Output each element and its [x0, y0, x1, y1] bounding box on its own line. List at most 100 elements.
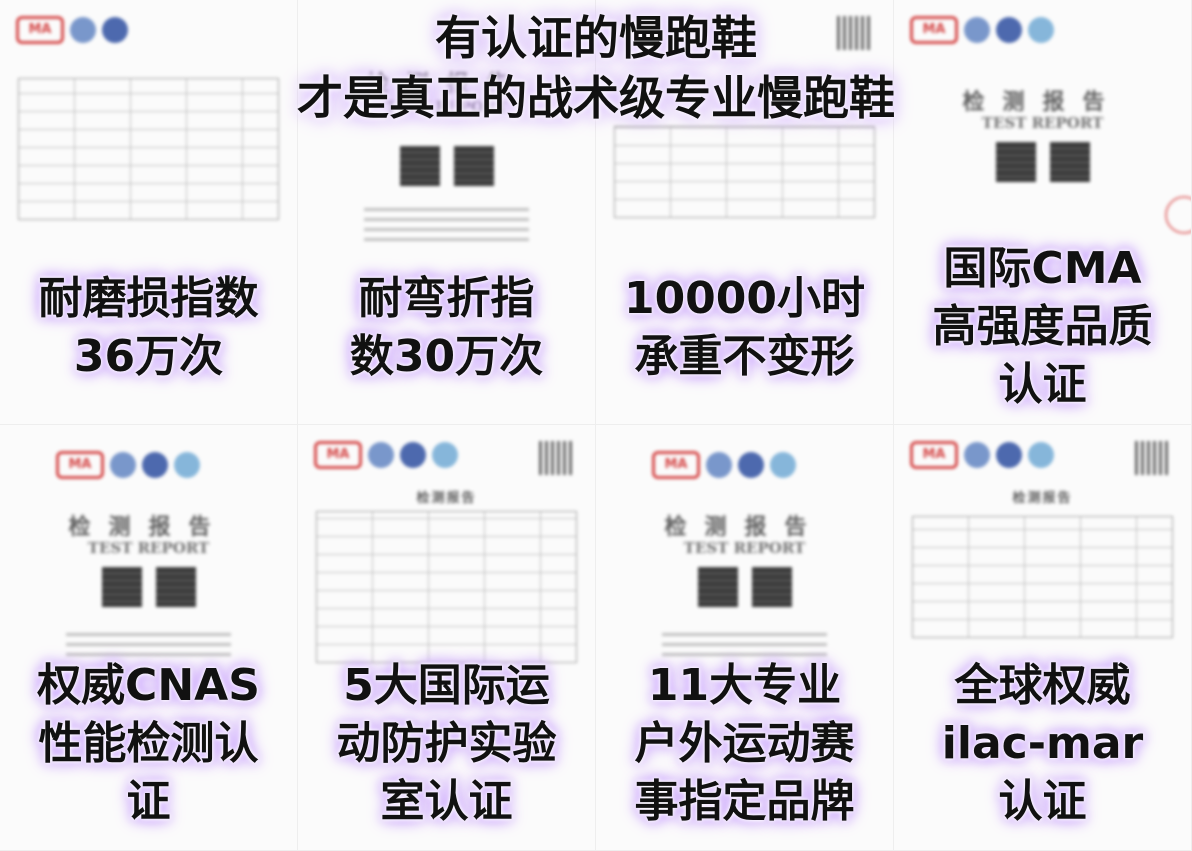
caption-line: 数30万次 [349, 331, 544, 382]
caption-line: ilac-mar [941, 718, 1144, 769]
blurred-certificate: 检测报告 TEST REPORT [304, 6, 589, 418]
cnas-logo-icon [110, 452, 136, 478]
ilac-logo-icon [738, 452, 764, 478]
ma-logo: MA [16, 16, 64, 44]
qr-code-icon [837, 16, 871, 50]
caption-line: 36万次 [73, 331, 224, 382]
qr-code-icon [399, 146, 440, 186]
certification-logos: MA [16, 16, 128, 44]
qr-codes [900, 142, 1185, 182]
qr-code-icon [995, 142, 1036, 182]
panel-caption: 耐磨损指数 36万次 [0, 270, 297, 386]
blurred-certificate: MA [6, 6, 291, 418]
report-small-title: 检测报告 [1012, 491, 1073, 506]
panel-3: 10000小时 承重不变形 [596, 0, 894, 425]
blurred-certificate: MA 检测报告 [900, 431, 1185, 844]
report-title-en: TEST REPORT [385, 98, 508, 116]
panel-4: MA 检测报告 TEST REPORT 国际CMA 高强度品质 认证 [894, 0, 1192, 425]
qr-code-icon [697, 567, 738, 607]
blurred-certificate: MA 检测报告 TEST REPORT [6, 431, 291, 844]
report-table [614, 126, 875, 218]
caption-line: 高强度品质 [932, 301, 1153, 352]
panel-7: MA 检测报告 TEST REPORT 11大专业 户外运动赛 事指定品牌 [596, 425, 894, 851]
cert-logo-icon [1028, 442, 1054, 468]
panel-6: MA 检测报告 5大国际运 动防护实验 室认证 [298, 425, 596, 851]
caption-line: 承重不变形 [634, 331, 855, 382]
headline-line-2: 才是真正的战术级专业慢跑鞋 [297, 71, 895, 125]
certification-logos: MA [56, 451, 200, 479]
caption-line: 动防护实验 [336, 718, 557, 769]
report-title-en: TEST REPORT [981, 114, 1104, 132]
cert-logo-icon [174, 452, 200, 478]
cnas-logo-icon [706, 452, 732, 478]
cnas-logo-icon [70, 17, 96, 43]
certification-logos: MA [314, 441, 458, 469]
qr-code-icon [453, 146, 494, 186]
headline-line-1: 有认证的慢跑鞋 [435, 11, 757, 65]
cert-logo-icon [770, 452, 796, 478]
qr-code-icon [539, 441, 573, 475]
report-title: 检测报告 [664, 514, 825, 540]
report-title: 检测报告 [962, 89, 1123, 115]
ilac-logo-icon [142, 452, 168, 478]
caption-line: 证 [126, 776, 171, 827]
blurred-certificate: MA 检测报告 [304, 431, 589, 844]
caption-line: 耐磨损指数 [38, 273, 259, 324]
panel-1: MA 耐磨损指数 36万次 [0, 0, 298, 425]
panel-5: MA 检测报告 TEST REPORT 权威CNAS 性能检测认 证 [0, 425, 298, 851]
panel-caption: 10000小时 承重不变形 [596, 270, 893, 386]
certification-logos: MA [652, 451, 796, 479]
caption-line: 事指定品牌 [634, 776, 855, 827]
ilac-logo-icon [102, 17, 128, 43]
blurred-certificate [602, 6, 887, 418]
headline: 有认证的慢跑鞋 才是真正的战术级专业慢跑鞋 [0, 0, 1192, 128]
panel-caption: 国际CMA 高强度品质 认证 [894, 240, 1191, 414]
report-title-en: TEST REPORT [683, 539, 806, 557]
panel-caption: 5大国际运 动防护实验 室认证 [298, 657, 595, 831]
blurred-certificate: MA 检测报告 TEST REPORT [900, 6, 1191, 418]
cnas-logo-icon [964, 442, 990, 468]
caption-line: 全球权威 [954, 660, 1131, 711]
report-lines [66, 626, 231, 663]
cert-logo-icon [1028, 17, 1054, 43]
seal-stamp-icon [1165, 196, 1191, 234]
blurred-certificate: MA 检测报告 TEST REPORT [602, 431, 887, 844]
report-title-en: TEST REPORT [87, 539, 210, 557]
report-title: 检测报告 [68, 514, 229, 540]
ilac-logo-icon [400, 442, 426, 468]
qr-codes [304, 146, 589, 186]
caption-line: 国际CMA [943, 243, 1142, 294]
panel-caption: 全球权威 ilac-mar 认证 [894, 657, 1191, 831]
cert-logo-icon [432, 442, 458, 468]
report-table [18, 78, 279, 220]
caption-line: 5大国际运 [343, 660, 550, 711]
ma-logo: MA [910, 16, 958, 44]
report-lines [662, 626, 827, 663]
qr-code-icon [751, 567, 792, 607]
ma-logo: MA [314, 441, 362, 469]
report-title: 检测报告 [366, 71, 527, 97]
report-table [912, 516, 1173, 638]
report-table [316, 511, 577, 663]
report-small-title: 检测报告 [416, 491, 477, 506]
report-lines [364, 201, 529, 248]
caption-line: 户外运动赛 [634, 718, 855, 769]
caption-line: 性能检测认 [38, 718, 259, 769]
panel-2: 检测报告 TEST REPORT 耐弯折指 数30万次 [298, 0, 596, 425]
panel-caption: 耐弯折指 数30万次 [298, 270, 595, 386]
panel-8: MA 检测报告 全球权威 ilac-mar 认证 [894, 425, 1192, 851]
qr-codes [6, 567, 291, 607]
caption-line: 认证 [998, 359, 1087, 410]
certification-logos: MA [910, 16, 1054, 44]
qr-codes [602, 567, 887, 607]
ma-logo: MA [910, 441, 958, 469]
cnas-logo-icon [368, 442, 394, 468]
caption-line: 室认证 [380, 776, 513, 827]
caption-line: 耐弯折指 [358, 273, 535, 324]
caption-line: 认证 [998, 776, 1087, 827]
qr-code-icon [155, 567, 196, 607]
ilac-logo-icon [996, 442, 1022, 468]
certification-logos: MA [910, 441, 1054, 469]
panel-caption: 权威CNAS 性能检测认 证 [0, 657, 297, 831]
